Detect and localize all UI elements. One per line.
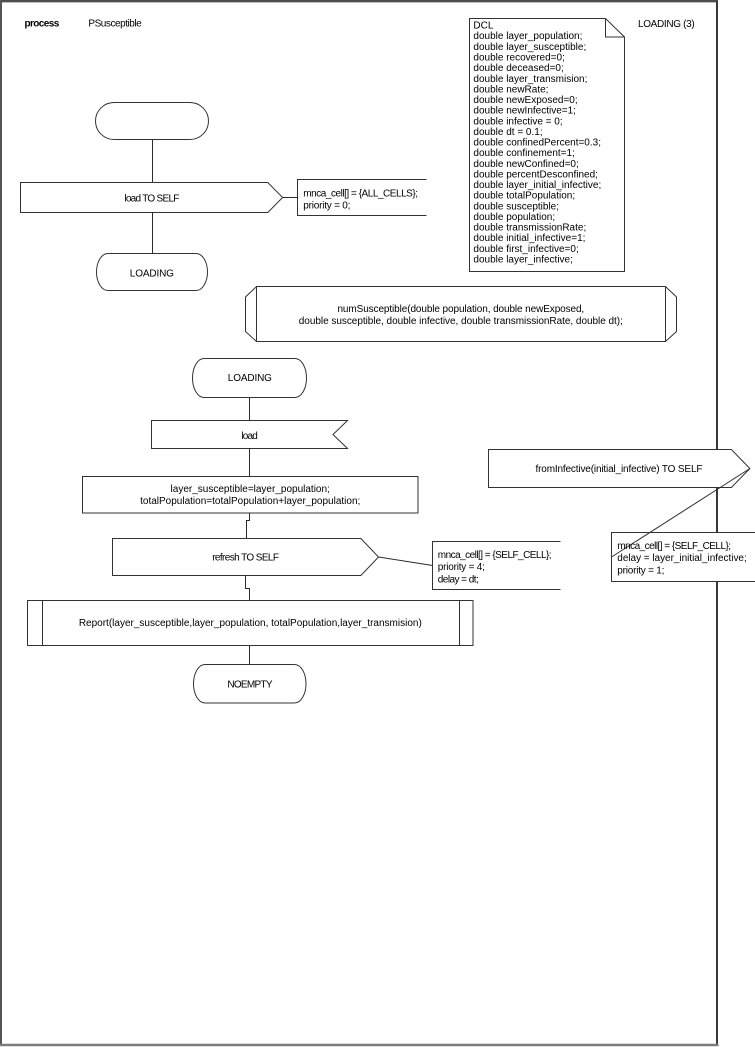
svg-text:PSusceptible: PSusceptible — [88, 19, 142, 30]
svg-text:load: load — [241, 431, 257, 442]
svg-text:double layer_initial_infective: double layer_initial_infective; — [473, 180, 601, 191]
svg-text:double confinement=1;: double confinement=1; — [473, 148, 574, 159]
svg-text:LOADING: LOADING — [130, 269, 174, 280]
svg-text:totalPopulation=totalPopulatio: totalPopulation=totalPopulation+layer_po… — [140, 496, 360, 507]
svg-text:priority = 4;: priority = 4; — [438, 562, 485, 573]
svg-text:double layer_susceptible;: double layer_susceptible; — [473, 42, 586, 53]
svg-text:delay = layer_initial_infectiv: delay = layer_initial_infective; — [617, 553, 746, 564]
svg-text:delay = dt;: delay = dt; — [438, 574, 478, 585]
svg-text:mnca_cell[] = {ALL_CELLS};: mnca_cell[] = {ALL_CELLS}; — [303, 188, 417, 199]
svg-text:refresh TO SELF: refresh TO SELF — [212, 553, 279, 564]
svg-text:double recovered=0;: double recovered=0; — [473, 53, 564, 64]
svg-text:double layer_population;: double layer_population; — [473, 31, 582, 42]
svg-text:double first_infective=0;: double first_infective=0; — [473, 244, 578, 255]
svg-text:double deceased=0;: double deceased=0; — [473, 63, 563, 74]
svg-text:double initial_infective=1;: double initial_infective=1; — [473, 233, 585, 244]
svg-text:double layer_transmision;: double layer_transmision; — [473, 74, 587, 85]
svg-text:double dt = 0.1;: double dt = 0.1; — [473, 127, 542, 138]
svg-text:double newInfective=1;: double newInfective=1; — [473, 106, 576, 117]
svg-text:LOADING (3): LOADING (3) — [638, 19, 694, 30]
svg-text:double population;: double population; — [473, 212, 555, 223]
svg-text:fromInfective(initial_infectiv: fromInfective(initial_infective) TO SELF — [535, 464, 702, 475]
svg-text:mnca_cell[] = {SELF_CELL};: mnca_cell[] = {SELF_CELL}; — [438, 550, 551, 561]
svg-text:mnca_cell[] = {SELF_CELL};: mnca_cell[] = {SELF_CELL}; — [617, 541, 730, 552]
svg-text:process: process — [25, 19, 60, 30]
svg-text:layer_susceptible=layer_popula: layer_susceptible=layer_population; — [171, 484, 330, 495]
svg-text:priority = 1;: priority = 1; — [617, 566, 664, 577]
svg-text:DCL: DCL — [473, 21, 493, 32]
svg-text:double confinedPercent=0.3;: double confinedPercent=0.3; — [473, 138, 601, 149]
svg-text:double susceptible;: double susceptible; — [473, 201, 559, 212]
svg-text:double layer_infective;: double layer_infective; — [473, 255, 573, 266]
svg-text:double infective = 0;: double infective = 0; — [473, 116, 562, 127]
svg-text:LOADING: LOADING — [228, 373, 272, 384]
svg-text:NOEMPTY: NOEMPTY — [227, 680, 273, 691]
svg-text:numSusceptible(double populati: numSusceptible(double population, double… — [337, 304, 584, 315]
svg-text:double transmissionRate;: double transmissionRate; — [473, 223, 586, 234]
svg-text:priority = 0;: priority = 0; — [303, 200, 350, 211]
svg-text:double percentDesconfined;: double percentDesconfined; — [473, 169, 598, 180]
svg-text:double newRate;: double newRate; — [473, 84, 548, 95]
svg-text:double newExposed=0;: double newExposed=0; — [473, 95, 577, 106]
svg-text:Report(layer_susceptible,layer: Report(layer_susceptible,layer_populatio… — [79, 618, 422, 629]
svg-text:double susceptible, double inf: double susceptible, double infective, do… — [299, 316, 623, 327]
svg-text:double newConfined=0;: double newConfined=0; — [473, 159, 578, 170]
svg-text:double totalPopulation;: double totalPopulation; — [473, 191, 575, 202]
svg-text:load TO SELF: load TO SELF — [124, 193, 179, 204]
